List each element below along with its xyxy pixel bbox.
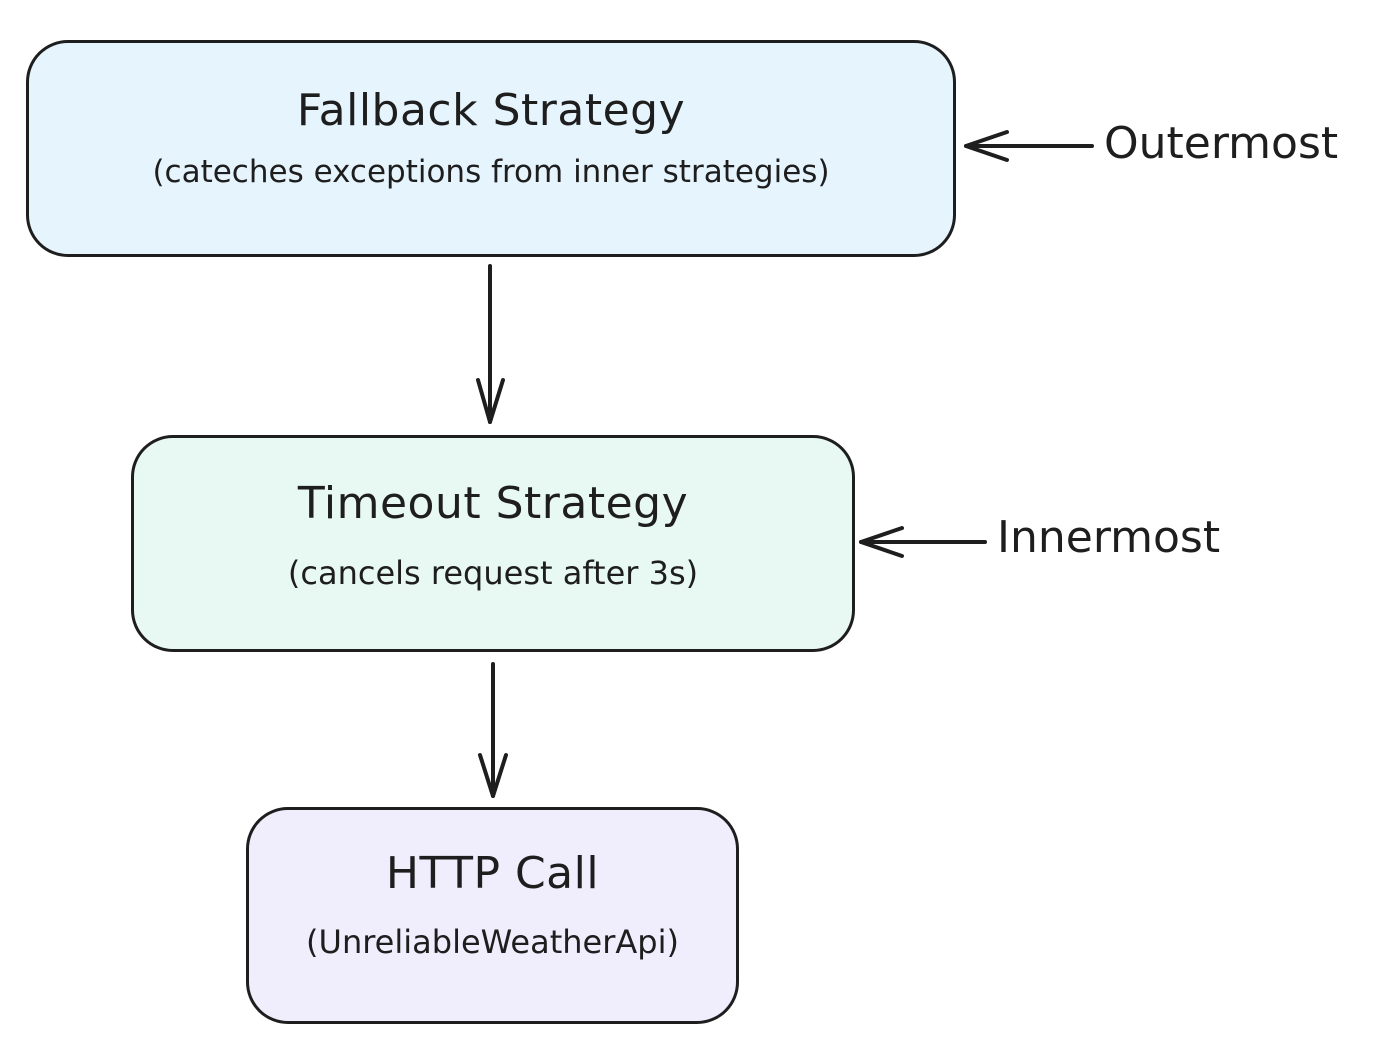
arrowhead-innermost-to-timeout [859, 526, 904, 558]
innermost-label: Innermost [997, 512, 1221, 563]
http-call-box: HTTP Call (UnreliableWeatherApi) [246, 807, 739, 1024]
timeout-strategy-subtitle: (cancels request after 3s) [287, 554, 699, 592]
outermost-label: Outermost [1104, 118, 1339, 169]
arrowhead-outermost-to-fallback [964, 130, 1009, 162]
timeout-strategy-box: Timeout Strategy (cancels request after … [131, 435, 855, 652]
fallback-strategy-box: Fallback Strategy (cateches exceptions f… [26, 40, 956, 257]
fallback-strategy-title: Fallback Strategy [296, 85, 686, 136]
arrowhead-fallback-to-timeout [476, 378, 505, 424]
timeout-strategy-title: Timeout Strategy [297, 478, 689, 529]
arrowhead-timeout-to-http [478, 753, 508, 798]
fallback-strategy-subtitle: (cateches exceptions from inner strategi… [152, 154, 830, 190]
http-call-title: HTTP Call [385, 848, 600, 899]
http-call-subtitle: (UnreliableWeatherApi) [306, 923, 679, 961]
